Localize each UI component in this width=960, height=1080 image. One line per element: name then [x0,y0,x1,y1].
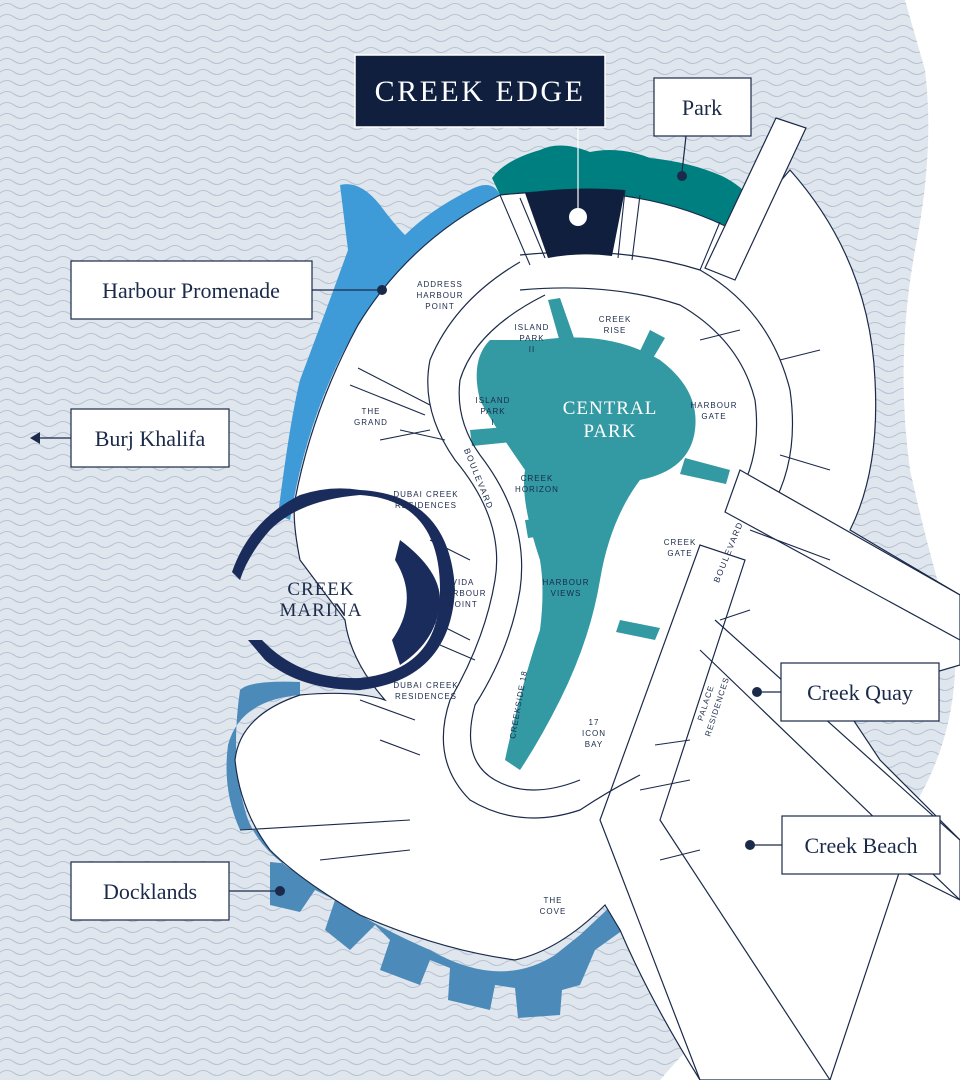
district-label-line: THE [362,407,381,416]
docklands-label: Docklands [103,879,197,904]
creek-beach-marker [745,840,755,850]
harbour-promenade-callout[interactable]: Harbour Promenade [70,260,387,320]
creek-marina-fill [392,540,440,665]
district-label-line: ADDRESS [417,280,463,289]
central-park-area [476,337,696,770]
district-label-line: ISLAND [515,323,550,332]
outer-ring-road-inner [519,287,758,496]
creek-quay-callout[interactable]: Creek Quay [752,662,940,722]
mainland-east [660,0,960,1080]
district-creek-horizon: CREEK HORIZON [515,474,559,494]
district-creek-gate: CREEK GATE [664,538,697,558]
central-park-label: CENTRAL PARK [563,398,658,442]
district-label-line: II [529,345,535,354]
district-label-line: DUBAI CREEK [393,681,458,690]
district-label-line: ISLAND [476,396,511,405]
east-road-1 [724,469,960,641]
docklands-marker [275,886,285,896]
district-label-line: HARBOUR [542,578,589,587]
district-vida-harbour-point: VIDA HARBOUR POINT [439,578,486,609]
district-address-harbour-point: ADDRESS HARBOUR POINT [416,280,463,311]
north-access-road [704,117,807,281]
docklands-strip [226,681,630,1018]
parcel-lines [239,189,831,861]
creek-marina-label: CREEK MARINA [279,579,362,621]
harbour-promenade-strip [278,184,500,520]
arrow-left-icon [30,432,40,444]
creek-edge-title: CREEK EDGE [375,75,586,108]
district-label-line: HARBOUR [416,291,463,300]
creek-beach-callout[interactable]: Creek Beach [745,815,941,875]
district-dubai-creek-residences-south: DUBAI CREEK RESIDENCES [393,681,458,701]
burj-khalifa-callout[interactable]: Burj Khalifa [30,408,230,468]
central-park-label-line-2: PARK [584,421,637,442]
district-label-line: PARK [480,407,505,416]
creek-edge-marker[interactable] [569,208,587,226]
creek-quay-marker [752,687,762,697]
district-creek-rise: CREEK RISE [599,315,632,335]
inner-boulevard [427,261,641,819]
district-label-line: VIDA [452,578,475,587]
creek-beach-label: Creek Beach [805,833,918,858]
burj-khalifa-label: Burj Khalifa [95,426,206,451]
district-label-line: HORIZON [515,485,559,494]
docklands-callout[interactable]: Docklands [70,861,285,921]
central-park-label-line-1: CENTRAL [563,398,658,419]
park-leader [681,135,687,173]
district-label-line: POINT [448,600,477,609]
creek-marina-label-line-1: CREEK [287,579,354,600]
harbour-promenade-label: Harbour Promenade [102,278,280,303]
district-label-line: VIEWS [551,589,582,598]
district-label-line: CREEK [599,315,632,324]
district-harbour-views: HARBOUR VIEWS [542,578,589,598]
district-the-cove: THE COVE [540,896,567,916]
park-label: Park [682,95,722,120]
district-label-line: DUBAI CREEK [393,490,458,499]
district-label-line: GATE [701,412,726,421]
park-callout[interactable]: Park [653,77,752,181]
creek-marina-label-line-2: MARINA [279,600,362,621]
district-label-line: CREEK [664,538,697,547]
district-label-line: CREEK [521,474,554,483]
district-label-line: RISE [604,326,627,335]
district-label-line: GATE [667,549,692,558]
district-label-line: RESIDENCES [395,501,457,510]
district-label-line: HARBOUR [439,589,486,598]
district-label-line: RESIDENCES [395,692,457,701]
district-label-line: BAY [585,740,603,749]
district-island-park-1: ISLAND PARK I [476,396,511,427]
district-label-line: PARK [519,334,544,343]
district-the-grand: THE GRAND [354,407,388,427]
inner-boulevard-edge [458,294,581,791]
district-label-line: GRAND [354,418,388,427]
district-island-park-2: ISLAND PARK II [515,323,550,354]
district-harbour-gate: HARBOUR GATE [690,401,737,421]
district-label-line: ICON [582,729,606,738]
park-marker [677,171,687,181]
creek-edge-callout[interactable]: CREEK EDGE [354,54,606,128]
district-icon-bay-17: 17 ICON BAY [582,718,606,749]
district-label-line: COVE [540,907,567,916]
district-label-line: THE [544,896,563,905]
district-label-line: HARBOUR [690,401,737,410]
district-dubai-creek-residences-north: DUBAI CREEK RESIDENCES [393,490,458,510]
creek-quay-label: Creek Quay [807,680,913,705]
district-label-line: I [491,418,494,427]
harbour-promenade-marker [377,285,387,295]
east-road-2 [599,544,831,1080]
district-label-line: 17 [589,718,600,727]
district-label-line: POINT [425,302,454,311]
